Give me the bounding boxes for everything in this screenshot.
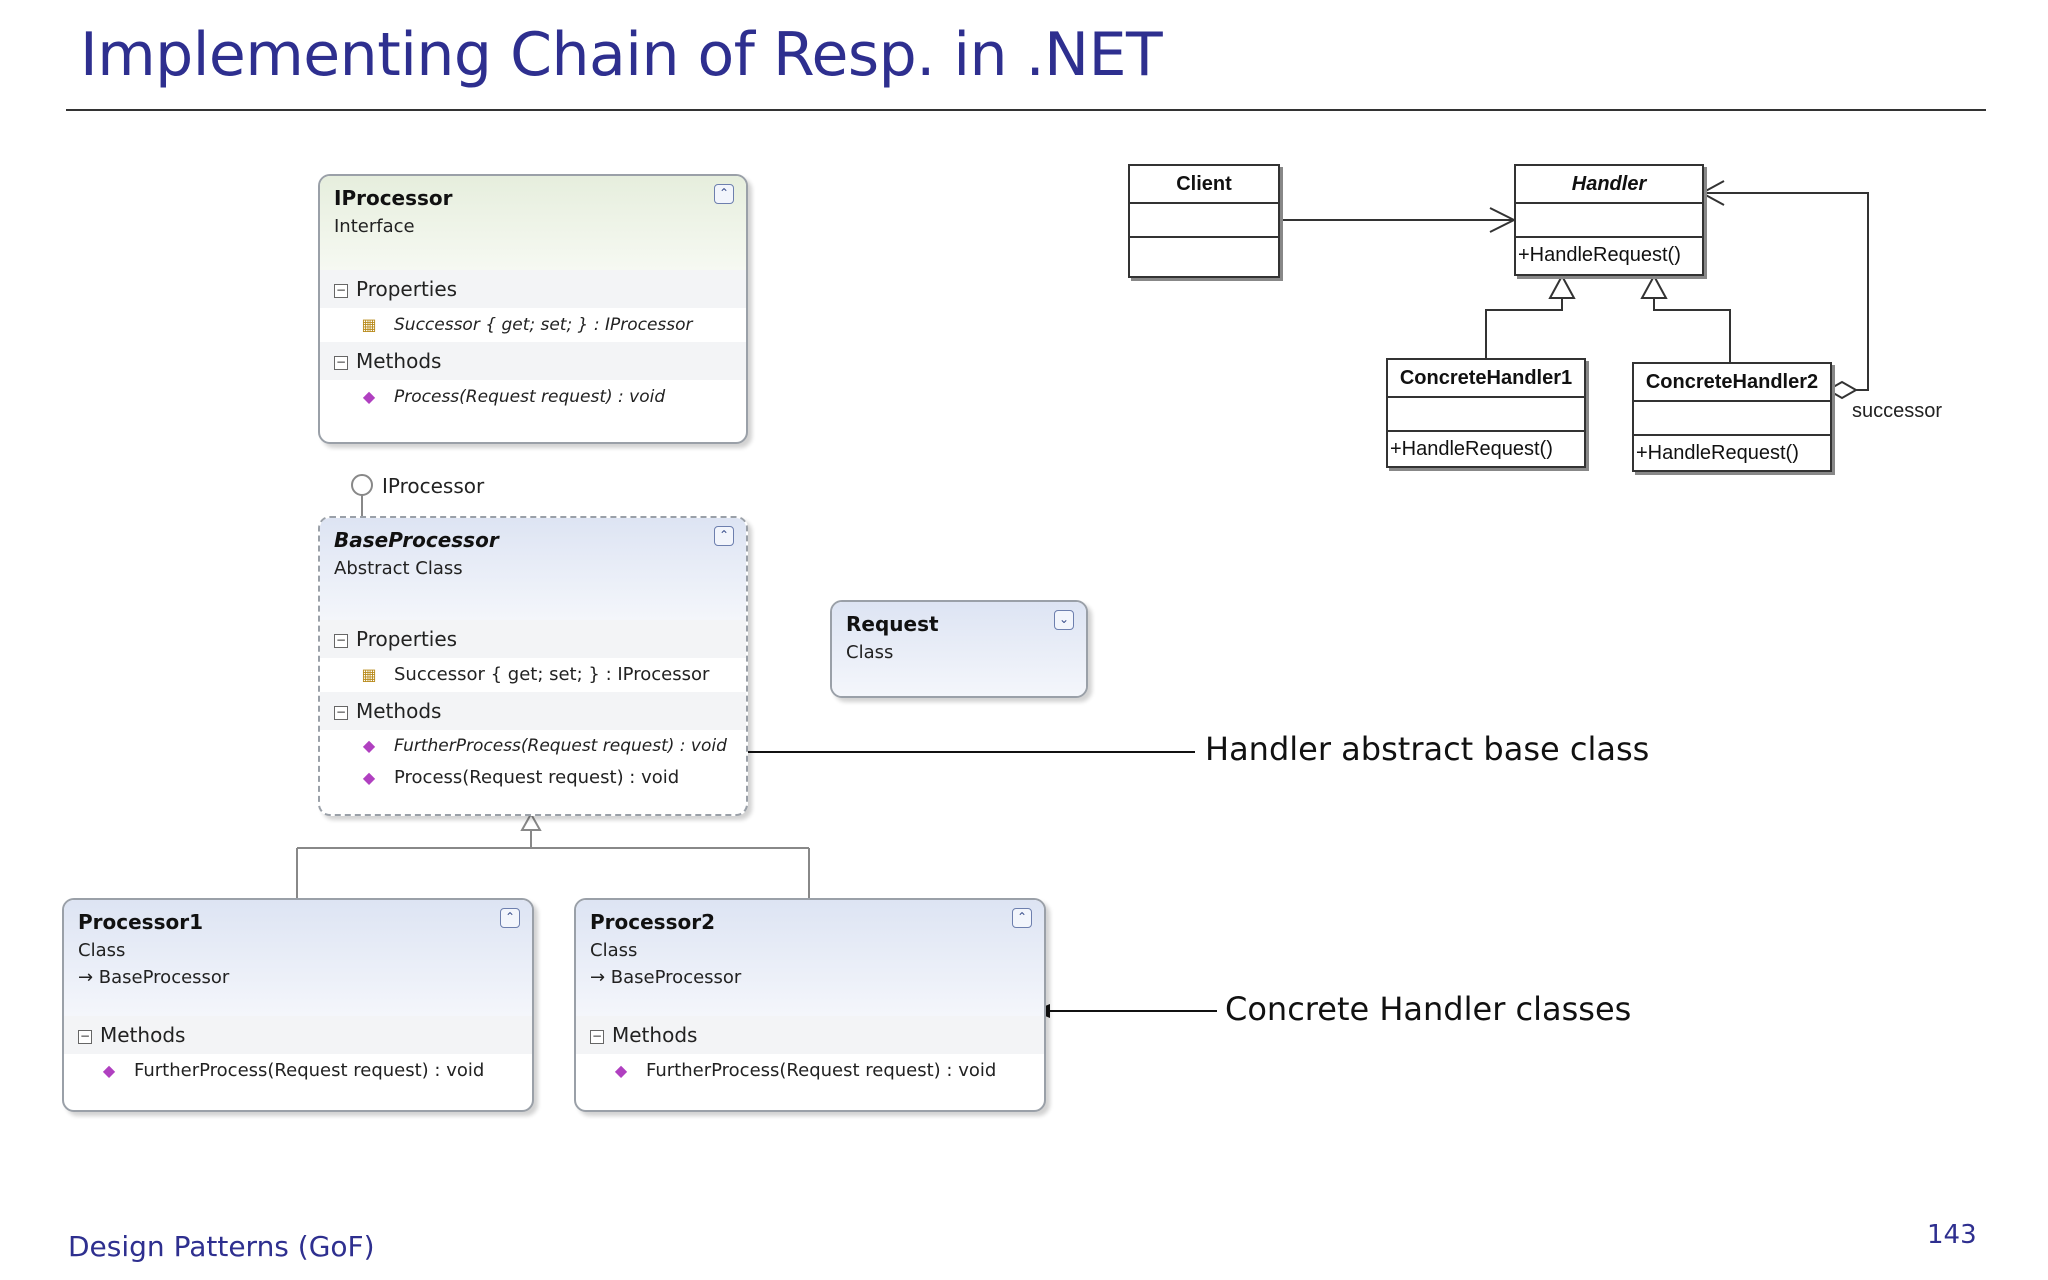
processor2-method: ◆ FurtherProcess(Request request) : void xyxy=(576,1054,1044,1088)
property-icon: ▦ xyxy=(361,665,377,684)
uml-concrete2-name: ConcreteHandler2 xyxy=(1634,364,1830,402)
footer-text: Design Patterns (GoF) xyxy=(68,1230,375,1263)
title-divider xyxy=(66,109,1986,111)
processor1-box[interactable]: Processor1 Class → BaseProcessor ⌃ −Meth… xyxy=(62,898,534,1112)
section-label: Properties xyxy=(356,277,458,301)
uml-concrete2-box[interactable]: ConcreteHandler2 +HandleRequest() xyxy=(1632,362,1832,472)
baseprocessor-method-2: ◆ Process(Request request) : void xyxy=(320,762,746,794)
baseprocessor-kind: Abstract Class xyxy=(334,558,463,579)
collapse-minus-icon[interactable]: − xyxy=(334,705,348,720)
collapse-minus-icon[interactable]: − xyxy=(334,283,348,298)
request-kind: Class xyxy=(846,642,894,663)
baseprocessor-methods-section[interactable]: −Methods xyxy=(320,692,746,730)
page-number: 143 xyxy=(1927,1220,1977,1250)
method-icon: ◆ xyxy=(362,736,376,755)
processor1-method: ◆ FurtherProcess(Request request) : void xyxy=(64,1054,532,1088)
slide-title: Implementing Chain of Resp. in .NET xyxy=(80,20,1163,90)
double-chevron-up-icon[interactable]: ⌃ xyxy=(500,908,520,928)
processor1-name: Processor1 xyxy=(78,910,204,934)
iprocessor-method: ◆ Process(Request request) : void xyxy=(320,380,746,414)
interface-lollipop-circle xyxy=(351,474,373,496)
double-chevron-up-icon[interactable]: ⌃ xyxy=(714,526,734,546)
method-icon: ◆ xyxy=(362,768,376,787)
member-text: FurtherProcess(Request request) : void xyxy=(646,1060,997,1081)
iprocessor-methods-section[interactable]: −Methods xyxy=(320,342,746,380)
processor1-kind: Class xyxy=(78,940,126,961)
inherit-triangle xyxy=(520,811,542,831)
baseprocessor-properties-section[interactable]: −Properties xyxy=(320,620,746,658)
annotation-concrete-handlers: Concrete Handler classes xyxy=(1225,990,1632,1028)
double-chevron-up-icon[interactable]: ⌃ xyxy=(1012,908,1032,928)
successor-line xyxy=(1702,192,1869,391)
generalization-triangle-2 xyxy=(1640,273,1668,299)
annotation-handler-base: Handler abstract base class xyxy=(1205,730,1650,768)
uml-concrete1-method: +HandleRequest() xyxy=(1390,438,1553,460)
request-header: Request Class ⌄ xyxy=(832,602,1086,696)
baseprocessor-method-1: ◆ FurtherProcess(Request request) : void xyxy=(320,730,746,762)
baseprocessor-header: BaseProcessor Abstract Class ⌃ xyxy=(320,518,746,620)
processor2-base: → BaseProcessor xyxy=(590,967,742,988)
member-text: Process(Request request) : void xyxy=(394,387,666,407)
iprocessor-property: ▦ Successor { get; set; } : IProcessor xyxy=(320,308,746,342)
iprocessor-properties-section[interactable]: −Properties xyxy=(320,270,746,308)
collapse-minus-icon[interactable]: − xyxy=(590,1029,604,1044)
uml-concrete1-name: ConcreteHandler1 xyxy=(1388,360,1584,398)
uml-concrete2-attrs xyxy=(1634,402,1830,436)
processor2-name: Processor2 xyxy=(590,910,716,934)
processor2-methods-section[interactable]: −Methods xyxy=(576,1016,1044,1054)
uml-handler-method: +HandleRequest() xyxy=(1518,244,1681,266)
processor2-box[interactable]: Processor2 Class → BaseProcessor ⌃ −Meth… xyxy=(574,898,1046,1112)
double-chevron-up-icon[interactable]: ⌃ xyxy=(714,184,734,204)
member-text: FurtherProcess(Request request) : void xyxy=(394,736,727,756)
collapse-minus-icon[interactable]: − xyxy=(78,1029,92,1044)
section-label: Properties xyxy=(356,627,458,651)
generalization-line-2 xyxy=(1653,298,1731,364)
uml-handler-box[interactable]: Handler +HandleRequest() xyxy=(1514,164,1704,276)
method-icon: ◆ xyxy=(102,1061,116,1080)
member-text: Successor { get; set; } : IProcessor xyxy=(394,315,693,335)
uml-client-ops xyxy=(1130,238,1278,274)
uml-client-box[interactable]: Client xyxy=(1128,164,1280,278)
uml-successor-label: successor xyxy=(1852,400,1943,422)
double-chevron-down-icon[interactable]: ⌄ xyxy=(1054,610,1074,630)
request-box[interactable]: Request Class ⌄ xyxy=(830,600,1088,698)
iprocessor-kind: Interface xyxy=(334,216,415,237)
processor1-methods-section[interactable]: −Methods xyxy=(64,1016,532,1054)
property-icon: ▦ xyxy=(361,315,377,334)
method-icon: ◆ xyxy=(362,387,376,406)
iprocessor-box[interactable]: IProcessor Interface ⌃ −Properties ▦Succ… xyxy=(318,174,748,444)
baseprocessor-box[interactable]: BaseProcessor Abstract Class ⌃ −Properti… xyxy=(318,516,748,816)
processor2-kind: Class xyxy=(590,940,638,961)
uml-concrete2-method: +HandleRequest() xyxy=(1636,442,1799,464)
section-label: Methods xyxy=(356,349,442,373)
member-text: Successor { get; set; } : IProcessor xyxy=(394,664,710,685)
method-icon: ◆ xyxy=(614,1061,628,1080)
iprocessor-header: IProcessor Interface ⌃ xyxy=(320,176,746,270)
collapse-minus-icon[interactable]: − xyxy=(334,355,348,370)
uml-handler-name: Handler xyxy=(1516,166,1702,204)
iprocessor-name: IProcessor xyxy=(334,186,453,210)
request-name: Request xyxy=(846,612,939,636)
generalization-triangle-1 xyxy=(1548,273,1576,299)
member-text: FurtherProcess(Request request) : void xyxy=(134,1060,485,1081)
uml-concrete1-box[interactable]: ConcreteHandler1 +HandleRequest() xyxy=(1386,358,1586,468)
aggregation-diamond xyxy=(1825,380,1859,400)
uml-client-name: Client xyxy=(1130,166,1278,204)
processor1-base: → BaseProcessor xyxy=(78,967,230,988)
uml-handler-attrs xyxy=(1516,204,1702,238)
collapse-minus-icon[interactable]: − xyxy=(334,633,348,648)
uml-client-attrs xyxy=(1130,204,1278,238)
lollipop-label: IProcessor xyxy=(382,474,485,498)
uml-concrete1-attrs xyxy=(1388,398,1584,432)
processor2-header: Processor2 Class → BaseProcessor ⌃ xyxy=(576,900,1044,1016)
member-text: Process(Request request) : void xyxy=(394,767,680,788)
section-label: Methods xyxy=(356,699,442,723)
processor1-header: Processor1 Class → BaseProcessor ⌃ xyxy=(64,900,532,1016)
baseprocessor-name: BaseProcessor xyxy=(334,528,499,552)
generalization-line-1 xyxy=(1485,298,1563,360)
baseprocessor-property: ▦ Successor { get; set; } : IProcessor xyxy=(320,658,746,692)
section-label: Methods xyxy=(612,1023,698,1047)
section-label: Methods xyxy=(100,1023,186,1047)
